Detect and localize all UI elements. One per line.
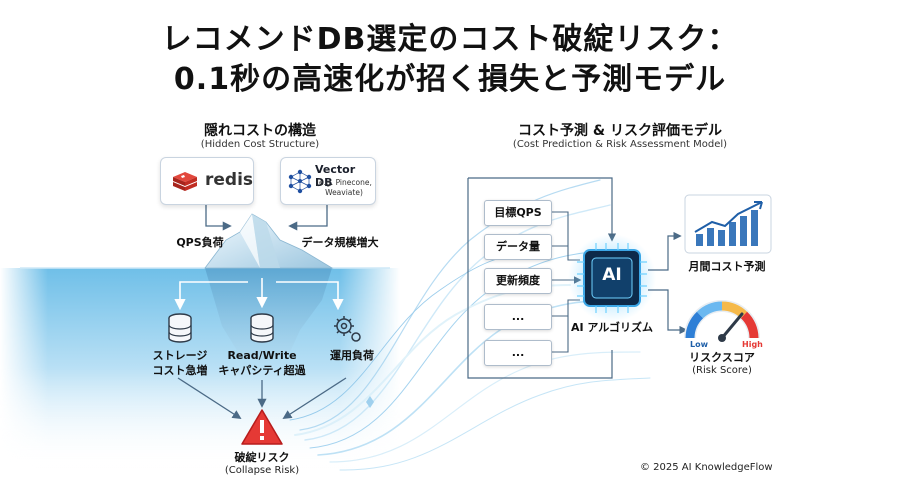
redis-logo-icon (173, 172, 197, 191)
cost-chart-icon (684, 194, 772, 254)
risk-gauge-icon (684, 300, 760, 342)
risk-score-sub: (Risk Score) (692, 365, 752, 376)
input-update-frequency: 更新頻度 (484, 268, 552, 294)
storage-cost-line1: ストレージ (152, 349, 208, 362)
vector-db-examples-2: Weaviate) (325, 188, 363, 197)
collapse-risk-sub: (Collapse Risk) (224, 465, 300, 476)
storage-cost-line2: コスト急増 (152, 364, 208, 377)
footer-copyright: © 2025 AI KnowledgeFlow (640, 462, 773, 473)
page-title-line2: 0.1秒の高速化が招く損失と予測モデル (173, 62, 727, 97)
redis-card: redis (160, 157, 254, 205)
collapse-risk-label: 破綻リスク (234, 451, 290, 464)
rw-capacity-label: Read/Write キャパシティ超過 (212, 348, 312, 378)
input-data-volume: データ量 (484, 234, 552, 260)
ai-chip-icon (577, 243, 647, 313)
gears-icon (334, 316, 361, 342)
vector-db-examples: (e.g. Pinecone, (316, 178, 372, 187)
storage-cost-label: ストレージ コスト急増 (140, 348, 220, 378)
ai-chip-label: AI (602, 265, 622, 285)
vector-db-label: Vector DB (315, 163, 356, 189)
monthly-cost-label: 月間コスト予測 (688, 260, 766, 273)
risk-score-label: リスクスコア (689, 351, 755, 364)
qps-load-label: QPS負荷 (176, 236, 224, 249)
gauge-low-label: Low (690, 340, 708, 349)
rw-capacity-line1: Read/Write (227, 349, 297, 362)
rw-capacity-line2: キャパシティ超過 (218, 364, 306, 377)
redis-label: redis (205, 170, 254, 190)
input-more-1: ... (484, 304, 552, 330)
data-growth-label: データ規模増大 (301, 236, 379, 249)
input-more-2: ... (484, 340, 552, 366)
database-icon (250, 313, 274, 343)
hidden-cost-heading: 隠れコストの構造 (204, 123, 316, 139)
ai-algorithm-label: AI アルゴリズム (570, 321, 654, 334)
warning-icon (241, 409, 283, 445)
page-title-line1: レコメンドDB選定のコスト破綻リスク： (161, 22, 739, 57)
hidden-cost-subheading: (Hidden Cost Structure) (200, 139, 320, 150)
vector-db-card: Vector DB (e.g. Pinecone, Weaviate) (280, 157, 376, 205)
database-icon (168, 313, 192, 343)
ops-load-label: 運用負荷 (330, 349, 374, 362)
vector-network-icon (288, 169, 312, 194)
input-target-qps: 目標QPS (484, 200, 552, 226)
prediction-model-heading: コスト予測 & リスク評価モデル (518, 123, 722, 139)
gauge-high-label: High (742, 340, 763, 349)
prediction-model-subheading: (Cost Prediction & Risk Assessment Model… (512, 139, 728, 150)
